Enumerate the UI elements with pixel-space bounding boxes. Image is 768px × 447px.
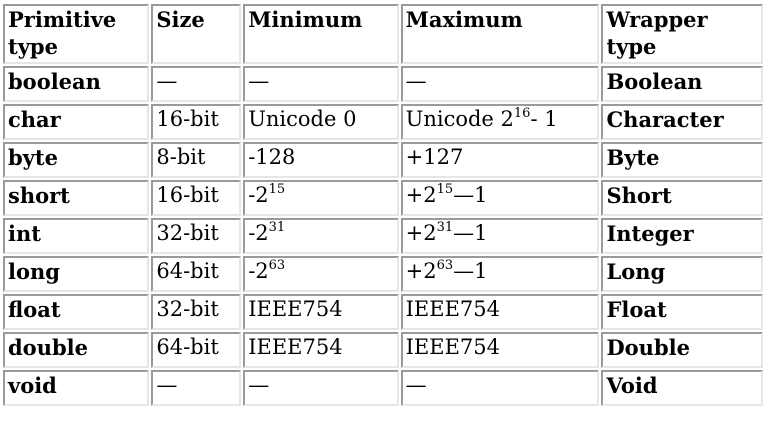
- cell-wrapper: Long: [601, 256, 763, 292]
- cell-minimum: -128: [243, 142, 399, 178]
- cell-wrapper: Character: [601, 104, 763, 140]
- cell-minimum: IEEE754: [243, 332, 399, 368]
- header-row: Primitive type Size Minimum Maximum Wrap…: [3, 4, 763, 64]
- min-base: -2: [248, 221, 269, 245]
- cell-size: 32-bit: [151, 294, 242, 330]
- cell-wrapper: Float: [601, 294, 763, 330]
- cell-size: 16-bit: [151, 180, 242, 216]
- min-base: —: [248, 373, 270, 397]
- cell-maximum: +127: [400, 142, 600, 178]
- max-base: +127: [405, 145, 464, 169]
- min-exponent: 31: [268, 220, 286, 235]
- header-primitive-type: Primitive type: [3, 4, 150, 64]
- cell-wrapper: Boolean: [601, 66, 763, 102]
- cell-wrapper: Double: [601, 332, 763, 368]
- min-base: -128: [248, 145, 296, 169]
- max-base: +2: [405, 221, 437, 245]
- cell-minimum: -263: [243, 256, 399, 292]
- max-base: IEEE754: [405, 297, 500, 321]
- table-row: double 64-bit IEEE754 IEEE754 Double: [3, 332, 763, 368]
- max-suffix: —1: [453, 221, 488, 245]
- max-exponent: 63: [436, 258, 454, 273]
- header-size: Size: [151, 4, 242, 64]
- table-row: int 32-bit -231 +231—1 Integer: [3, 218, 763, 254]
- cell-wrapper: Byte: [601, 142, 763, 178]
- cell-minimum: -215: [243, 180, 399, 216]
- max-base: Unicode 2: [405, 107, 514, 131]
- cell-minimum: IEEE754: [243, 294, 399, 330]
- max-base: +2: [405, 259, 437, 283]
- cell-maximum: —: [400, 66, 600, 102]
- primitive-types-table: Primitive type Size Minimum Maximum Wrap…: [1, 2, 765, 408]
- max-exponent: 16: [513, 106, 531, 121]
- max-base: +2: [405, 183, 437, 207]
- cell-type: void: [3, 370, 150, 406]
- cell-type: char: [3, 104, 150, 140]
- min-exponent: 63: [268, 258, 286, 273]
- cell-size: 64-bit: [151, 256, 242, 292]
- header-minimum: Minimum: [243, 4, 399, 64]
- cell-size: 64-bit: [151, 332, 242, 368]
- cell-maximum: +215—1: [400, 180, 600, 216]
- cell-maximum: IEEE754: [400, 294, 600, 330]
- cell-size: —: [151, 370, 242, 406]
- cell-size: 8-bit: [151, 142, 242, 178]
- min-exponent: 15: [268, 182, 286, 197]
- table-row: boolean — — — Boolean: [3, 66, 763, 102]
- cell-type: double: [3, 332, 150, 368]
- cell-type: byte: [3, 142, 150, 178]
- cell-maximum: IEEE754: [400, 332, 600, 368]
- cell-minimum: Unicode 0: [243, 104, 399, 140]
- cell-size: 32-bit: [151, 218, 242, 254]
- min-base: Unicode 0: [248, 107, 357, 131]
- cell-minimum: -231: [243, 218, 399, 254]
- header-wrapper-type: Wrapper type: [601, 4, 763, 64]
- header-maximum: Maximum: [400, 4, 600, 64]
- cell-size: —: [151, 66, 242, 102]
- cell-size: 16-bit: [151, 104, 242, 140]
- table-row: void — — — Void: [3, 370, 763, 406]
- cell-maximum: —: [400, 370, 600, 406]
- max-base: —: [405, 69, 427, 93]
- cell-type: boolean: [3, 66, 150, 102]
- table-row: short 16-bit -215 +215—1 Short: [3, 180, 763, 216]
- table-row: long 64-bit -263 +263—1 Long: [3, 256, 763, 292]
- table-row: byte 8-bit -128 +127 Byte: [3, 142, 763, 178]
- cell-maximum: Unicode 216- 1: [400, 104, 600, 140]
- cell-wrapper: Short: [601, 180, 763, 216]
- cell-wrapper: Integer: [601, 218, 763, 254]
- cell-wrapper: Void: [601, 370, 763, 406]
- table-row: char 16-bit Unicode 0 Unicode 216- 1 Cha…: [3, 104, 763, 140]
- min-base: -2: [248, 259, 269, 283]
- cell-maximum: +263—1: [400, 256, 600, 292]
- table-row: float 32-bit IEEE754 IEEE754 Float: [3, 294, 763, 330]
- min-base: —: [248, 69, 270, 93]
- cell-minimum: —: [243, 370, 399, 406]
- max-suffix: - 1: [530, 107, 558, 131]
- cell-minimum: —: [243, 66, 399, 102]
- min-base: -2: [248, 183, 269, 207]
- cell-type: long: [3, 256, 150, 292]
- max-suffix: —1: [453, 259, 488, 283]
- max-base: IEEE754: [405, 335, 500, 359]
- max-base: —: [405, 373, 427, 397]
- cell-type: int: [3, 218, 150, 254]
- max-exponent: 15: [436, 182, 454, 197]
- min-base: IEEE754: [248, 297, 343, 321]
- min-base: IEEE754: [248, 335, 343, 359]
- cell-maximum: +231—1: [400, 218, 600, 254]
- max-exponent: 31: [436, 220, 454, 235]
- max-suffix: —1: [453, 183, 488, 207]
- cell-type: short: [3, 180, 150, 216]
- cell-type: float: [3, 294, 150, 330]
